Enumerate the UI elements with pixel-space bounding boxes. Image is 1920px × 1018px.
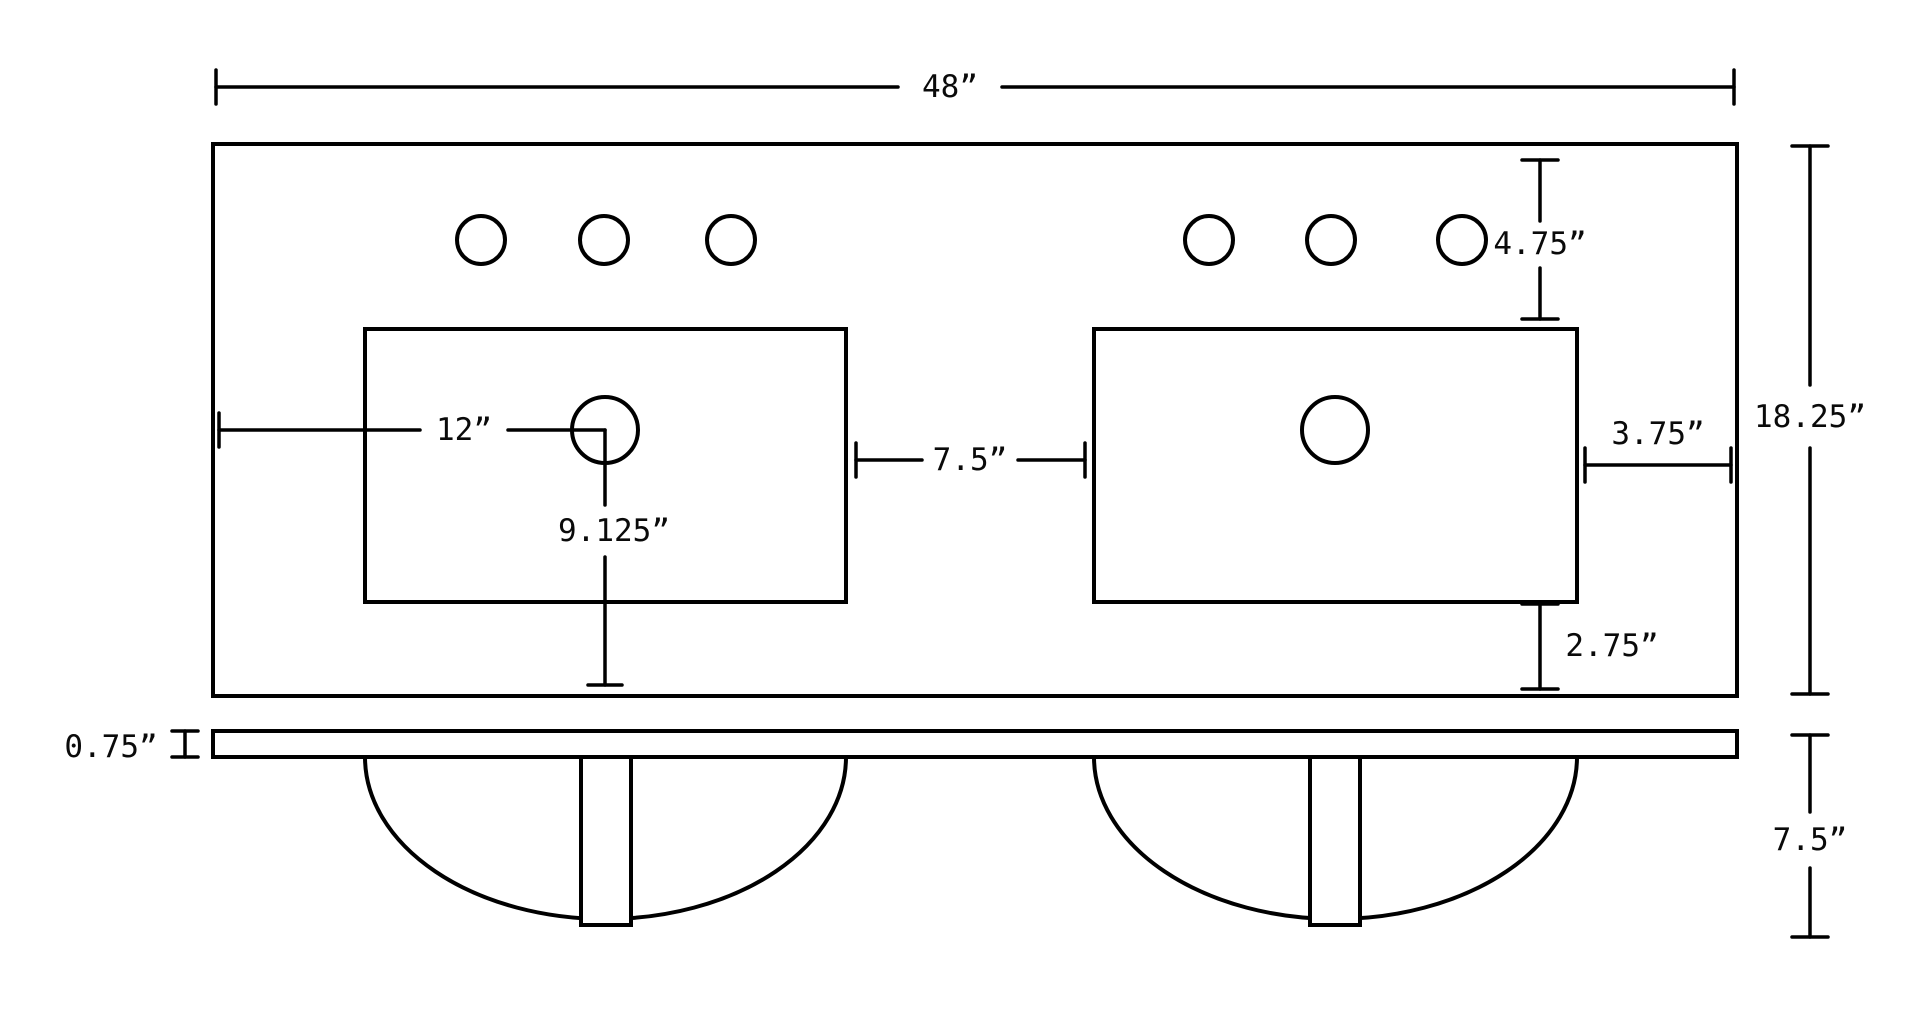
dimension-label: 12” bbox=[436, 412, 492, 448]
dim-drain-to-bottom: 9.125” bbox=[558, 428, 670, 687]
dimension-label: 48” bbox=[922, 69, 978, 105]
dimension-label: 9.125” bbox=[558, 513, 670, 549]
right-drain-hole bbox=[1300, 395, 1370, 465]
faucet-hole bbox=[455, 214, 507, 266]
dimension-label: 3.75” bbox=[1611, 416, 1704, 452]
top-view: 48” 4.75” 12” bbox=[211, 68, 1866, 698]
dim-bowl-depth: 7.5” bbox=[1773, 733, 1848, 939]
dim-right-sink-to-edge: 3.75” bbox=[1583, 416, 1733, 484]
dim-between-sinks: 7.5” bbox=[854, 441, 1087, 479]
faucet-hole bbox=[1305, 214, 1357, 266]
countertop-slab bbox=[211, 729, 1739, 759]
dim-overall-width: 48” bbox=[214, 68, 1736, 106]
dim-top-edge-to-sink: 4.75” bbox=[1493, 158, 1587, 321]
faucet-hole bbox=[1436, 214, 1488, 266]
dimension-label: 7.5” bbox=[1773, 822, 1848, 858]
dim-right-sink-to-bottom: 2.75” bbox=[1520, 602, 1659, 691]
dimension-label: 0.75” bbox=[64, 729, 157, 765]
dimension-label: 2.75” bbox=[1565, 628, 1658, 664]
dimension-label: 4.75” bbox=[1493, 226, 1586, 262]
side-view: 0.75” 7.5” bbox=[64, 729, 1848, 939]
dim-counter-thickness: 0.75” bbox=[64, 729, 200, 765]
right-drain-pipe bbox=[1308, 755, 1362, 927]
faucet-hole bbox=[578, 214, 630, 266]
dimension-label: 7.5” bbox=[933, 442, 1008, 478]
dim-drain-from-left: 12” bbox=[217, 411, 607, 449]
faucet-hole bbox=[705, 214, 757, 266]
dimension-label: 18.25” bbox=[1754, 399, 1866, 435]
faucet-hole bbox=[1183, 214, 1235, 266]
dim-overall-depth: 18.25” bbox=[1754, 144, 1866, 696]
left-drain-pipe bbox=[579, 755, 633, 927]
right-sink-cutout bbox=[1092, 327, 1579, 604]
